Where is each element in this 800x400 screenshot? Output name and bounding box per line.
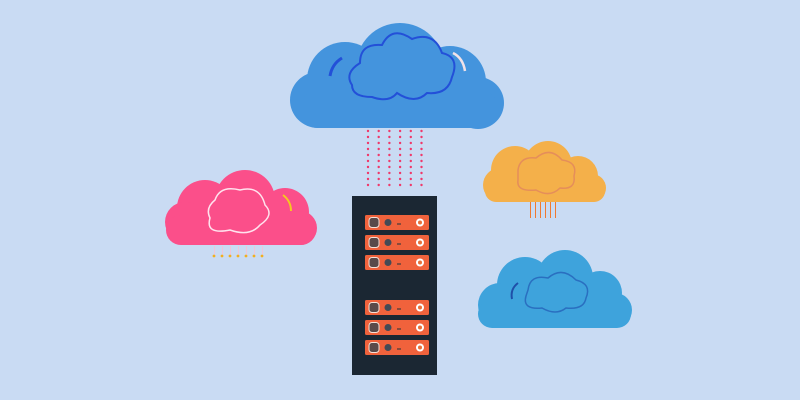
rain-dot [409, 183, 412, 187]
rain-dot [377, 177, 380, 181]
rain-dot [409, 147, 412, 151]
drop-line [238, 246, 239, 255]
rain-dot [377, 165, 380, 169]
rain-dot [366, 183, 370, 187]
server-slot [365, 300, 429, 315]
rain-dot [377, 171, 380, 175]
rain-dot [420, 183, 423, 187]
rain-dot [409, 171, 412, 175]
rain-dot [398, 159, 402, 163]
rain-dot [398, 153, 402, 157]
rain-dot [366, 153, 370, 157]
rain-dot [388, 171, 391, 175]
rain-dot [377, 147, 380, 151]
drop-line [535, 202, 536, 218]
drop-line [246, 246, 247, 255]
rain-dot [420, 171, 423, 175]
drop-dot [212, 254, 216, 258]
rain-dot [398, 183, 402, 187]
server-rack-icon [352, 196, 437, 375]
rain-dot [388, 159, 391, 163]
drop-line [545, 202, 546, 218]
blue-cloud-icon [478, 250, 632, 328]
drop-dot [220, 254, 224, 258]
rain-dot [366, 159, 370, 163]
rain-dot [398, 129, 402, 133]
orange-cloud-icon [483, 141, 606, 202]
drop-dot [244, 254, 248, 258]
drop-line [254, 246, 255, 255]
rain-dot [388, 141, 391, 145]
drop-line [262, 246, 263, 255]
server-slot [365, 235, 429, 250]
rain-dot [388, 183, 391, 187]
drop-dot [236, 254, 240, 258]
rain-dot [398, 141, 402, 145]
rain-dot [377, 159, 380, 163]
rain-dot [398, 135, 402, 139]
main-cloud-icon [290, 23, 504, 129]
rain-dot [377, 153, 380, 157]
drop-dot [228, 254, 232, 258]
rain-dot [409, 129, 412, 133]
rain-dot [366, 129, 370, 133]
rain-dot [366, 135, 370, 139]
drop-line [540, 202, 541, 218]
server-slot [365, 215, 429, 230]
rain-dot [409, 153, 412, 157]
drop-dot [260, 254, 264, 258]
drop-line [530, 202, 531, 218]
pink-cloud-drops [212, 246, 264, 258]
rain-dot [388, 177, 391, 181]
server-slot [365, 320, 429, 335]
rain-dot [398, 165, 402, 169]
rain-dot [398, 177, 402, 181]
rain-dot [420, 165, 423, 169]
drop-line [555, 202, 556, 218]
rain-dot [388, 165, 391, 169]
orange-cloud-drops [530, 202, 556, 218]
rain-dot [366, 141, 370, 145]
rain-dot [409, 165, 412, 169]
rain-dot [377, 129, 380, 133]
rain-dot [377, 183, 380, 187]
rain-dot [409, 177, 412, 181]
rain-dot [388, 153, 391, 157]
rain-dot [409, 159, 412, 163]
rain-dot [366, 177, 370, 181]
rain-dot [420, 135, 423, 139]
drop-dot [252, 254, 256, 258]
server-slot [365, 340, 429, 355]
rain-dot [420, 129, 423, 133]
rain-dot [420, 153, 423, 157]
rain-dot [377, 141, 380, 145]
drop-line [550, 202, 551, 218]
drop-line [230, 246, 231, 255]
rain-dot [420, 147, 423, 151]
rain-dot [388, 147, 391, 151]
rain-dot [366, 171, 370, 175]
rain-dot [409, 141, 412, 145]
drop-line [214, 246, 215, 255]
rain-dots [366, 129, 423, 187]
rain-dot [366, 165, 370, 169]
pink-cloud-icon [165, 170, 317, 245]
server-slot [365, 255, 429, 270]
rain-dot [420, 177, 423, 181]
rain-dot [366, 147, 370, 151]
rain-dot [398, 147, 402, 151]
rain-dot [420, 159, 423, 163]
rain-dot [377, 135, 380, 139]
rain-dot [388, 135, 391, 139]
drop-line [222, 246, 223, 255]
rain-dot [388, 129, 391, 133]
rain-dot [398, 171, 402, 175]
rain-dot [420, 141, 423, 145]
rain-dot [409, 135, 412, 139]
